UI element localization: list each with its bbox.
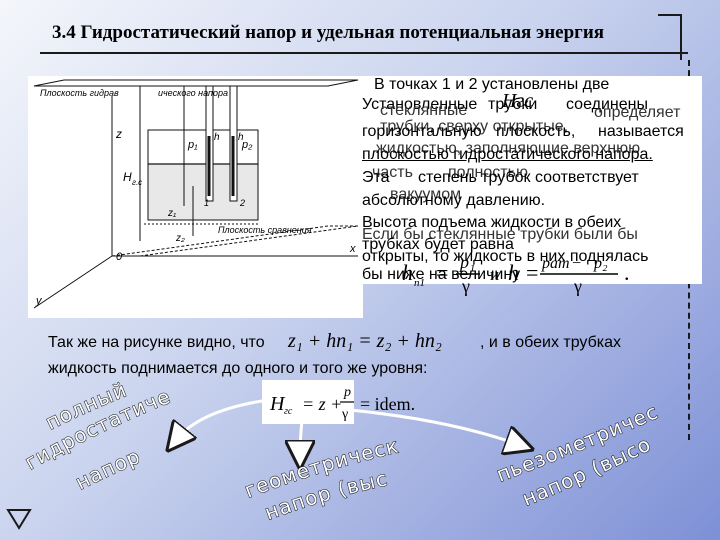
para-line-10a: бы ниже на величину — [362, 266, 521, 283]
para-line-3a: горизонтальную — [362, 123, 482, 140]
svg-text:−: − — [572, 255, 581, 272]
hgc-label: H — [123, 170, 132, 184]
level-equation: z₁ + hп₁ = z₂ + hп₂ — [288, 330, 442, 352]
p2-label: p₂ — [241, 139, 253, 151]
z-axis-label: z — [115, 127, 122, 141]
para-line-1: В точках 1 и 2 установлены две — [374, 76, 610, 93]
formula-box-gamma: γ — [341, 407, 348, 422]
plane-top-label-b: ического напора — [158, 88, 228, 98]
point-2-label: 2 — [239, 198, 245, 208]
para-line-5b: степень трубок соответствует — [418, 169, 639, 186]
hp2-label: h — [238, 132, 244, 143]
formula-period: . — [624, 260, 630, 285]
para-line-5-ghost: часть — [372, 164, 413, 181]
z2-label: z₂ — [175, 233, 185, 244]
y-axis-label: y — [35, 295, 43, 307]
bottom-line-1-start: Так же на рисунке видно, что — [48, 334, 265, 351]
x-axis-label: x — [349, 243, 356, 255]
slide-title: 3.4 Гидростатический напор и удельная по… — [52, 22, 605, 43]
p1-label: p₁ — [187, 139, 198, 151]
title-underline — [40, 52, 688, 54]
bottom-line-1: Так же на рисунке видно, что — [48, 334, 265, 352]
para-line-6-ghost: вакуумом — [390, 186, 462, 203]
explanation-panel: В точках 1 и 2 установлены две Установле… — [362, 76, 702, 284]
triangle-down-icon[interactable] — [6, 506, 32, 532]
para-line-7: Высота подъема жидкости в обеих — [362, 214, 622, 231]
label-full-line1: полный — [42, 377, 131, 434]
formula-box-idem: = idem. — [360, 394, 415, 414]
formula-p2: p₂ — [593, 255, 608, 272]
formula-gamma2: γ — [573, 276, 582, 296]
formula-h1: h — [402, 260, 413, 285]
formula-patm: pат — [541, 255, 570, 272]
para-line-4-ghost: жидкостью, заполняющие верхнюю — [376, 140, 641, 157]
para-line-8-ghost: Если бы стеклянные трубки были бы — [362, 226, 638, 243]
para-line-2b: трубки — [488, 96, 538, 113]
bottom-line-2: жидкость поднимается до одного и того же… — [48, 360, 428, 377]
formula-box-eq: = z + — [302, 394, 342, 414]
formula-p1: p₁ — [458, 252, 475, 272]
svg-text:=: = — [526, 260, 538, 285]
z1-label: z₁ — [167, 208, 176, 219]
head-formula-box — [262, 380, 354, 424]
para-line-6: абсолютному давлению. — [362, 192, 546, 209]
head-formula: H гс = z + p γ = idem. — [269, 385, 415, 422]
bottom-line-1-end: , и в обеих трубках — [480, 334, 622, 351]
para-line-2c: соединены — [566, 96, 648, 113]
hgc-sub-label: г.с — [132, 178, 142, 187]
corner-bracket — [658, 14, 682, 60]
para-line-3b: плоскость, — [496, 123, 576, 140]
arrow-to-full-head — [176, 398, 269, 440]
para-line-5a: Эта — [362, 169, 390, 186]
para-line-2-ghost2: определяет — [594, 104, 681, 121]
formula-box-p: p — [343, 385, 351, 400]
plane-bottom-label: Плоскость сравнения — [218, 225, 312, 235]
hp1-label: h — [214, 132, 220, 143]
para-line-9: открыты, то жидкость в них поднялась — [362, 248, 649, 265]
para-line-3c: называется — [598, 123, 684, 140]
top-plane — [33, 79, 359, 87]
para-line-2a: Установленные — [362, 96, 478, 113]
formula-box-hgc: H — [269, 393, 286, 415]
para-hgc-symbol: Hгс — [502, 90, 534, 112]
origin-label: 0 — [116, 251, 123, 263]
point-1-label: 1 — [204, 198, 209, 208]
para-line-2-ghost: стеклянные — [380, 102, 468, 119]
formula-box-hgc-sub: гс — [284, 406, 293, 417]
para-line-4: плоскостью гидростатического напора. — [362, 146, 653, 163]
formula-gamma1: γ — [461, 276, 470, 296]
formula-h1-sub: п1 — [414, 277, 425, 289]
hydrostatic-figure: Плоскость гидрав ического напора Плоскос… — [28, 76, 363, 318]
panel-formula: h п1 = p₁ γ и h = pат − p₂ γ . — [402, 252, 630, 296]
para-line-3-ghost: трубки, сверху открытые, — [380, 118, 569, 135]
formula-h: h — [508, 260, 519, 285]
formula-and: и — [490, 265, 499, 284]
figure-drawing: Плоскость гидрав ического напора Плоскос… — [33, 79, 359, 309]
para-line-5-ghost2: полностью — [448, 164, 528, 181]
label-full-line3: напор — [72, 444, 144, 495]
plane-top-label-a: Плоскость гидрав — [40, 88, 119, 98]
svg-text:=: = — [436, 260, 448, 285]
para-line-8: трубках будет равна — [362, 236, 514, 253]
